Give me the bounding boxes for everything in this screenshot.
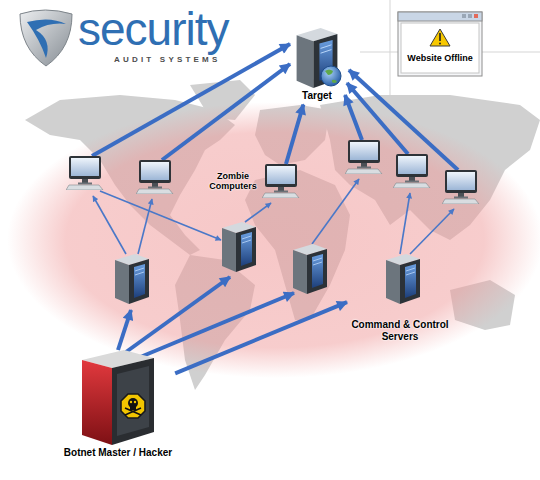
command-control-server: Command & Control Servers [347,253,459,345]
control-link [93,196,126,254]
master-server [82,350,154,445]
globe [321,66,341,86]
window-content [401,23,479,73]
attack-arrow [175,302,347,373]
zombie-computer: Zombie Computers [206,164,300,198]
zombie-computer [393,154,430,188]
node-label: Zombie Computers [206,171,260,192]
node-label: Botnet Master / Hacker [61,447,175,459]
attack-arrow [345,95,362,140]
warning-triangle [430,29,450,46]
zombie-computer [136,160,173,194]
control-link [312,179,359,244]
infection-zone [7,102,540,378]
warning-mark [439,33,441,41]
browser-window: Website Offline [398,12,482,66]
window-button [474,14,478,18]
warning-dot [439,43,441,45]
control-server [222,222,256,272]
logo-swoosh [27,19,66,58]
logo-shield [20,10,72,66]
attack-arrow [286,105,303,165]
attack-arrows [92,44,458,358]
zombie-computer [262,164,299,198]
browser-window [398,12,482,76]
node-label: Command & Control Servers [347,319,453,342]
control-server [115,254,149,304]
globe-land [325,70,333,76]
zombie-computer [345,140,382,174]
window-button [462,14,466,18]
control-link [100,191,221,240]
zombie-computer [442,170,479,204]
window-button [468,14,472,18]
botnet-master-server: Botnet Master / Hacker [61,350,175,462]
control-link [245,203,271,222]
command-arrow [138,293,294,358]
globe-land [332,80,337,83]
icon-space [262,164,300,198]
control-server [293,244,327,294]
grid-line [390,0,391,110]
command-arrow [118,310,131,350]
zombie-computer [66,156,103,190]
window-title-bar [398,12,482,21]
node-label: Website Offline [398,53,482,63]
target-server: Target [292,26,342,105]
logo-tagline: AUDIT SYSTEMS [114,56,221,64]
attack-arrow [162,64,290,160]
control-link [400,193,410,254]
control-server [386,254,420,304]
node-label: Target [292,90,342,102]
logo-wordmark: security [78,6,228,52]
control-link [410,209,454,254]
